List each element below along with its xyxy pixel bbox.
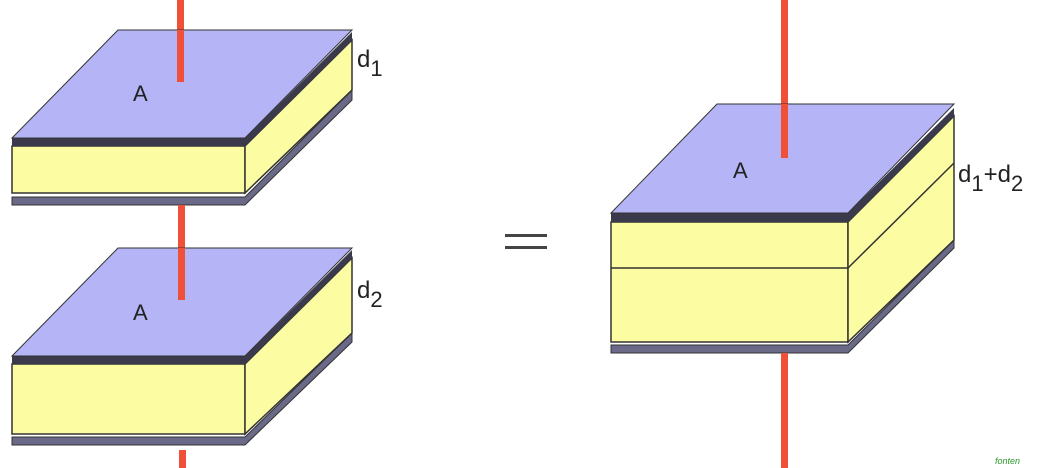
- lead-combined-upper: [781, 0, 788, 104]
- lead-top-upper: [177, 0, 184, 34]
- area-label: A: [733, 158, 748, 183]
- capacitor-combined: A d1+d2: [609, 0, 1023, 468]
- area-label: A: [133, 81, 148, 106]
- capacitor-top: A d1: [10, 0, 383, 206]
- lead-stub: [178, 248, 185, 300]
- equals-sign: [505, 234, 547, 249]
- lead-top-stub: [177, 30, 184, 82]
- bottom-plate: [11, 88, 353, 206]
- dielectric-side: [244, 38, 353, 195]
- dielectric-front: [11, 363, 246, 435]
- top-plate-edge: [12, 250, 352, 364]
- capacitor-bottom: A d2: [10, 247, 383, 468]
- top-plate: [10, 29, 354, 139]
- thickness-label-d2: d2: [357, 277, 383, 312]
- top-plate-edge: [611, 108, 954, 222]
- watermark: fonten: [995, 456, 1020, 466]
- top-plate-edge: [12, 32, 352, 146]
- dielectric-side: [847, 114, 955, 344]
- dielectric-front: [11, 145, 246, 194]
- area-label: A: [133, 300, 148, 325]
- lead-combined-stub: [781, 104, 788, 158]
- top-plate: [10, 247, 354, 357]
- top-plate: [609, 103, 956, 214]
- lead-bottom: [179, 450, 186, 468]
- thickness-label-d1: d1: [357, 46, 383, 81]
- dielectric-side: [244, 256, 353, 436]
- dielectric-interface-side: [847, 162, 955, 269]
- dielectric-front: [610, 221, 849, 343]
- thickness-label-d1-plus-d2: d1+d2: [958, 161, 1023, 196]
- lead-combined-lower: [781, 353, 788, 468]
- bottom-plate: [610, 238, 955, 354]
- bottom-plate: [11, 331, 353, 446]
